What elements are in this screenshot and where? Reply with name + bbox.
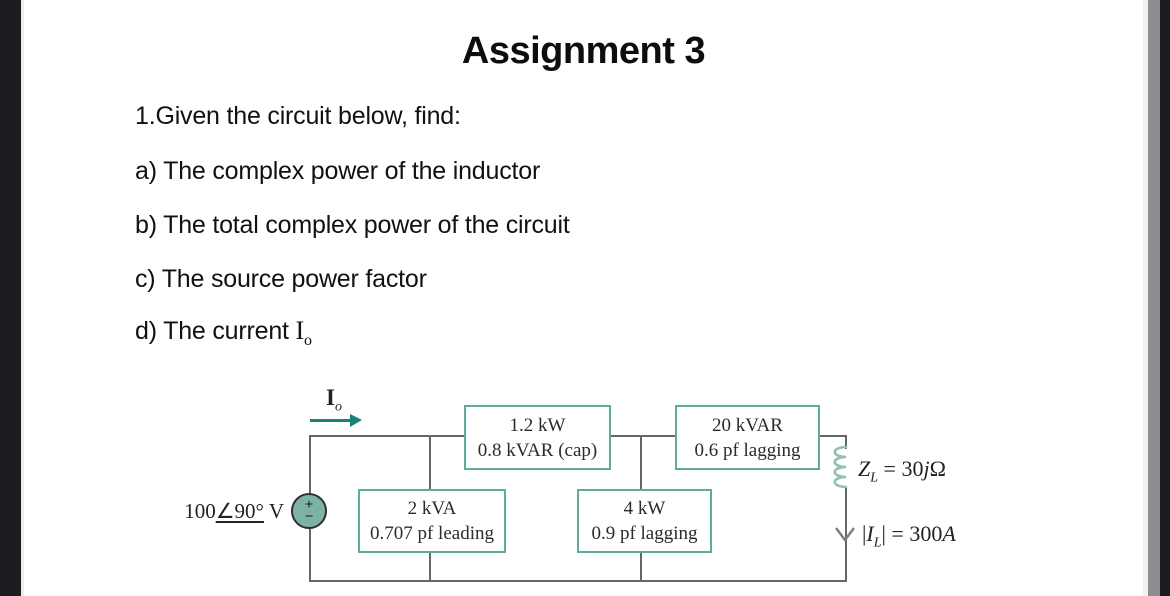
wire-top-3 [816,435,847,437]
scrollbar-thumb[interactable] [1148,0,1160,596]
wire-branch2-upper [640,435,642,491]
load-box-2: 20 kVAR 0.6 pf lagging [675,405,820,470]
question-c: c) The source power factor [135,265,427,293]
question-d: d) The current Io [135,316,312,349]
load-box-3: 2 kVA 0.707 pf leading [358,489,506,553]
wire-bottom [310,580,847,582]
wire-right-lower [845,486,847,582]
inductor-impedance-label: ZL = 30jΩ [858,456,946,486]
wire-left-upper [309,435,311,495]
current-symbol: I [295,316,305,345]
il-current-arrow-icon [835,527,855,542]
wire-branch1-upper [429,435,431,491]
minus-sign: − [304,509,314,525]
wire-right-upper [845,435,847,449]
source-voltage-label: 100∠90° V [184,499,284,523]
wire-left-lower [309,527,311,582]
load-box-1: 1.2 kW 0.8 kVAR (cap) [464,405,611,470]
window-left-edge [21,0,24,596]
load-box-4: 4 kW 0.9 pf lagging [577,489,712,553]
problem-intro: 1.Given the circuit below, find: [135,102,461,130]
io-arrow-icon [310,419,350,422]
question-a: a) The complex power of the inductor [135,157,541,185]
voltage-source-icon: + − [291,493,327,529]
page-right-gap [1143,0,1148,596]
io-current-label: Io [326,385,342,415]
question-b: b) The total complex power of the circui… [135,211,570,239]
inductor-current-label: |IL| = 300A [862,521,956,551]
document-page: Assignment 3 1.Given the circuit below, … [24,0,1143,596]
wire-branch2-lower [640,547,642,582]
wire-branch1-lower [429,547,431,582]
io-arrowhead-icon [350,414,362,427]
plus-sign: + [304,497,314,513]
page-title: Assignment 3 [461,30,706,72]
inductor-coil-icon [833,446,848,488]
wire-top-1 [310,435,464,437]
